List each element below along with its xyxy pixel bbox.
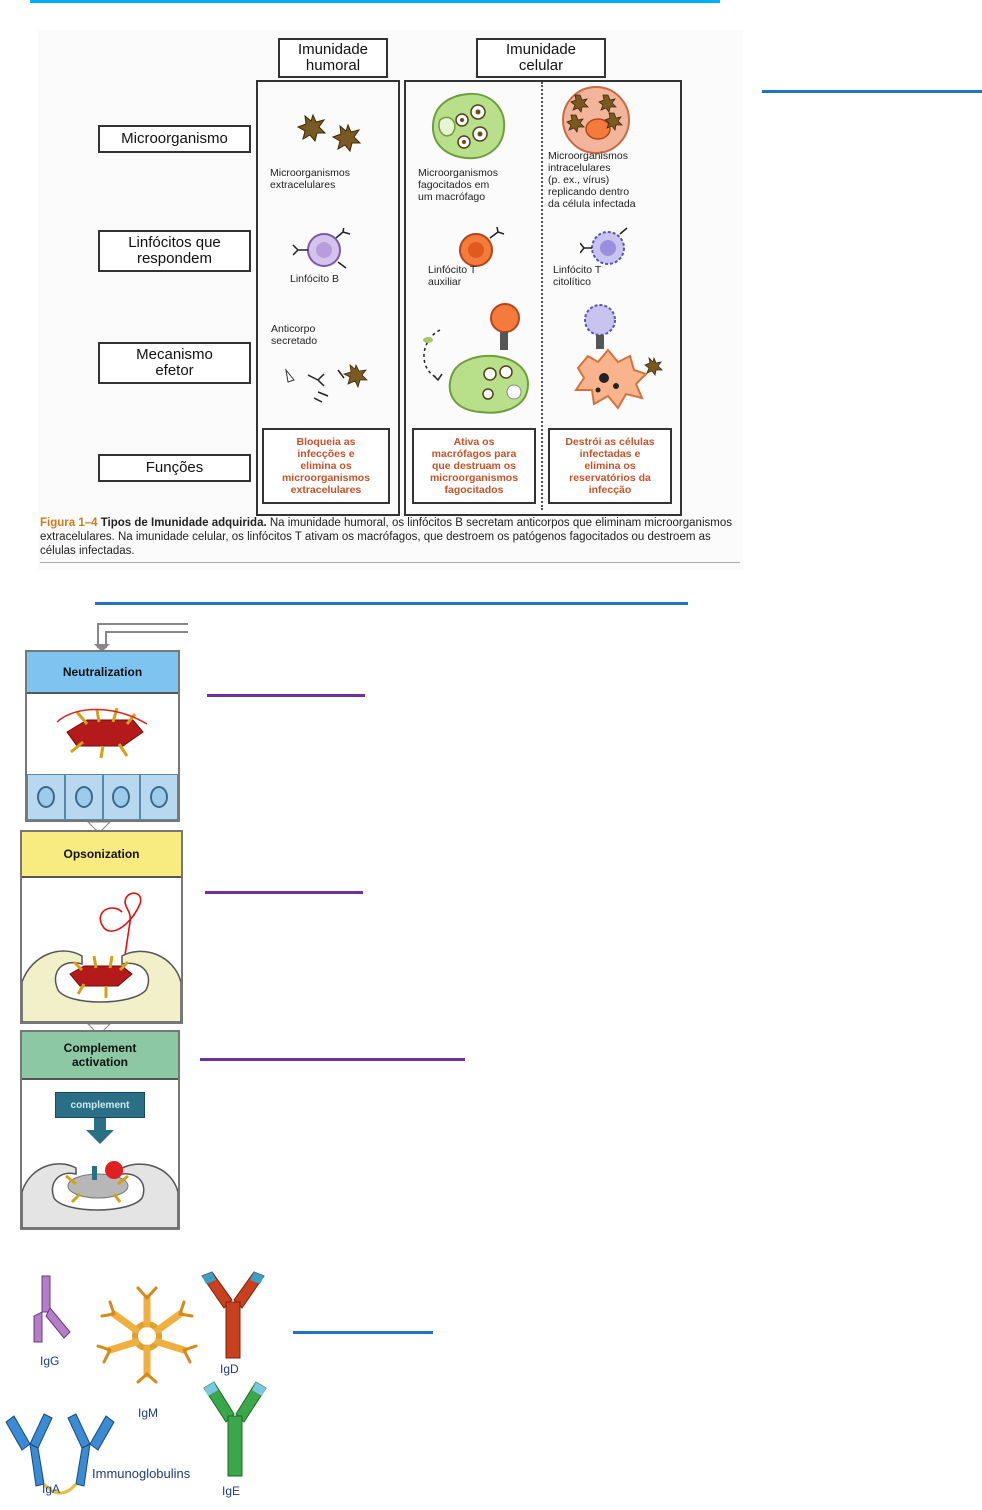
figure-caption: Figura 1–4 Tipos de Imunidade adquirida.… xyxy=(40,516,740,563)
row-label-linfocitos: Linfócitos que respondem xyxy=(98,230,251,272)
caption-intracellular: Microorganismos intracelulares (p. ex., … xyxy=(548,150,636,210)
epithelial-cell xyxy=(103,774,141,820)
function-humoral: Bloqueia as infecções e elimina os micro… xyxy=(262,428,390,504)
igm-icon xyxy=(92,1284,202,1384)
ige-icon xyxy=(200,1380,270,1480)
immunoglobulins-graphic: IgG IgM IgD xyxy=(0,1260,280,1510)
iga-label: IgA xyxy=(42,1482,60,1496)
caption-cytolytic-t: Linfócito T citolítico xyxy=(553,264,601,288)
function-cytolytic-t: Destrói as células infectadas e elimina … xyxy=(548,428,672,504)
caption-extracellular: Microorganismos extracelulares xyxy=(270,167,350,191)
top-divider xyxy=(30,0,720,3)
caption-b-lymphocyte: Linfócito B xyxy=(290,273,339,285)
complement-illustration xyxy=(22,1116,178,1228)
cellular-split xyxy=(541,82,543,510)
opsonization-underline xyxy=(205,891,363,894)
infected-cell-illustration xyxy=(558,85,634,155)
figure-caption-title: Tipos de Imunidade adquirida. xyxy=(101,517,267,529)
figure-caption-label: Figura 1–4 xyxy=(40,517,98,529)
immunoglobulins-title: Immunoglobulins xyxy=(92,1466,190,1481)
epithelium-row xyxy=(27,774,178,820)
right-underline-1 xyxy=(762,90,982,93)
row-label-mecanismo: Mecanismo efetor xyxy=(98,342,251,384)
igd-icon xyxy=(198,1270,268,1362)
immunoglobulins-underline xyxy=(293,1331,433,1334)
caption-phagocytosed: Microorganismos fagocitados em um macróf… xyxy=(418,167,498,203)
igd-label: IgD xyxy=(220,1362,239,1376)
neutralization-panel: Neutralization xyxy=(25,650,180,822)
caption-secreted-antibody: Anticorpo secretado xyxy=(271,323,317,347)
opsonization-panel: Opsonization xyxy=(20,830,183,1024)
immunity-figure: Imunidade humoral Imunidade celular Micr… xyxy=(38,30,743,570)
complement-header: Complement activation xyxy=(22,1032,178,1080)
opsonization-illustration xyxy=(22,882,181,1022)
antibody-effector-illustration xyxy=(278,350,378,410)
ige-label: IgE xyxy=(222,1484,240,1498)
neutralization-illustration xyxy=(47,702,159,764)
igg-label: IgG xyxy=(40,1354,59,1368)
macrophage-activation-illustration xyxy=(410,300,540,415)
complement-box: complement xyxy=(55,1092,145,1118)
opsonization-header: Opsonization xyxy=(22,832,181,878)
igm-label: IgM xyxy=(138,1406,158,1420)
flow-connector xyxy=(90,618,190,650)
complement-underline xyxy=(200,1058,465,1061)
neutralization-header: Neutralization xyxy=(27,652,178,694)
extracellular-microbes-illustration xyxy=(293,110,373,155)
col-header-cellular: Imunidade celular xyxy=(476,38,606,78)
b-lymphocyte-illustration xyxy=(288,228,358,272)
neutralization-underline xyxy=(207,694,365,697)
middle-divider xyxy=(95,602,688,605)
epithelial-cell xyxy=(65,774,103,820)
epithelial-cell xyxy=(140,774,178,820)
target-cell-killing-illustration xyxy=(558,298,668,413)
function-helper-t: Ativa os macrófagos para que destruam os… xyxy=(412,428,536,504)
caption-helper-t: Linfócito T auxiliar xyxy=(428,264,476,288)
igg-icon xyxy=(18,1272,78,1350)
epithelial-cell xyxy=(27,774,65,820)
macrophage-with-microbes xyxy=(428,90,508,162)
row-label-funcoes: Funções xyxy=(98,454,251,482)
col-header-humoral: Imunidade humoral xyxy=(278,38,388,78)
row-label-microorganismo: Microorganismo xyxy=(98,125,251,153)
complement-panel: Complement activation complement xyxy=(20,1030,180,1230)
